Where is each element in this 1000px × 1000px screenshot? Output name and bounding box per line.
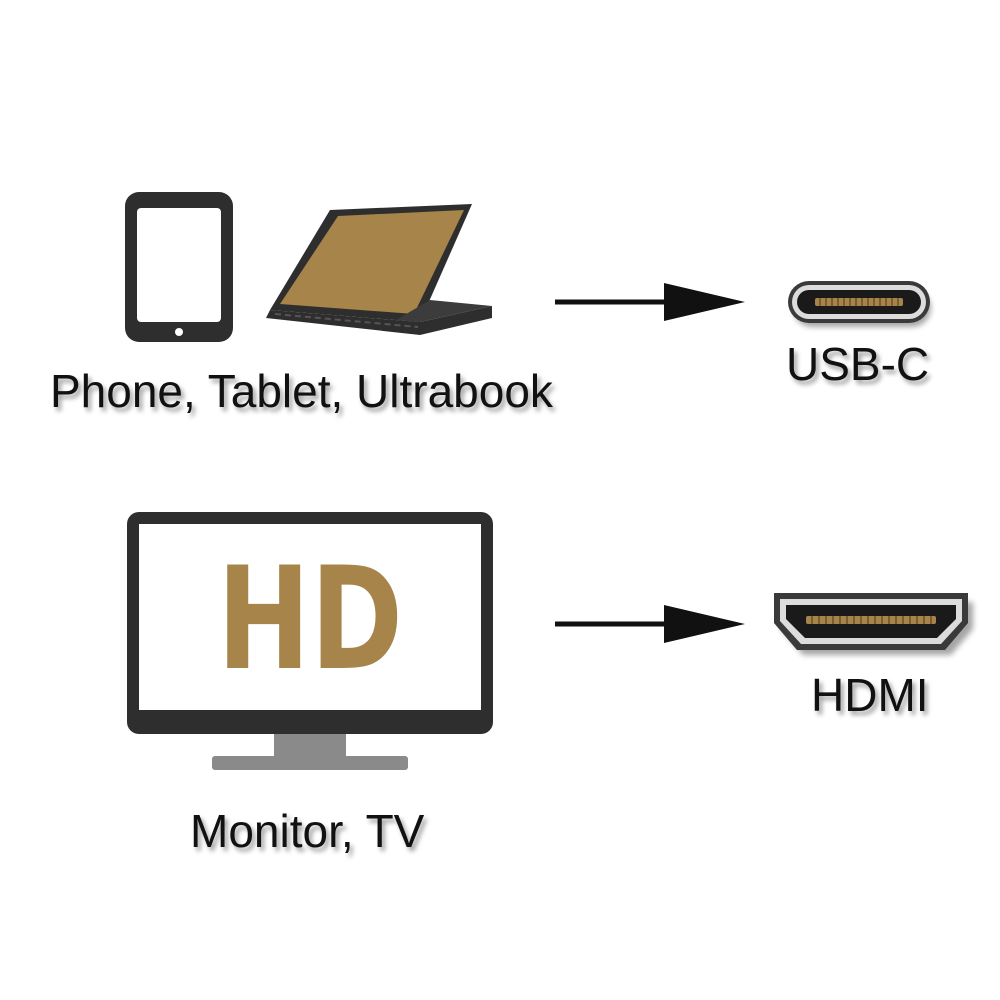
laptop-icon — [266, 204, 492, 335]
hdmi-label: HDMI — [811, 669, 929, 721]
usb-c-label: USB-C — [786, 338, 930, 390]
devices-label: Phone, Tablet, Ultrabook — [50, 365, 553, 417]
usb-c-port-icon — [788, 281, 931, 327]
arrow-icon — [555, 283, 745, 321]
monitor-label: Monitor, TV — [190, 805, 425, 857]
tablet-icon — [125, 192, 233, 342]
hd-screen-text: HD — [217, 537, 403, 702]
monitor-icon: HD — [127, 512, 493, 770]
hdmi-port-icon — [774, 593, 973, 655]
arrow-icon — [555, 605, 745, 643]
